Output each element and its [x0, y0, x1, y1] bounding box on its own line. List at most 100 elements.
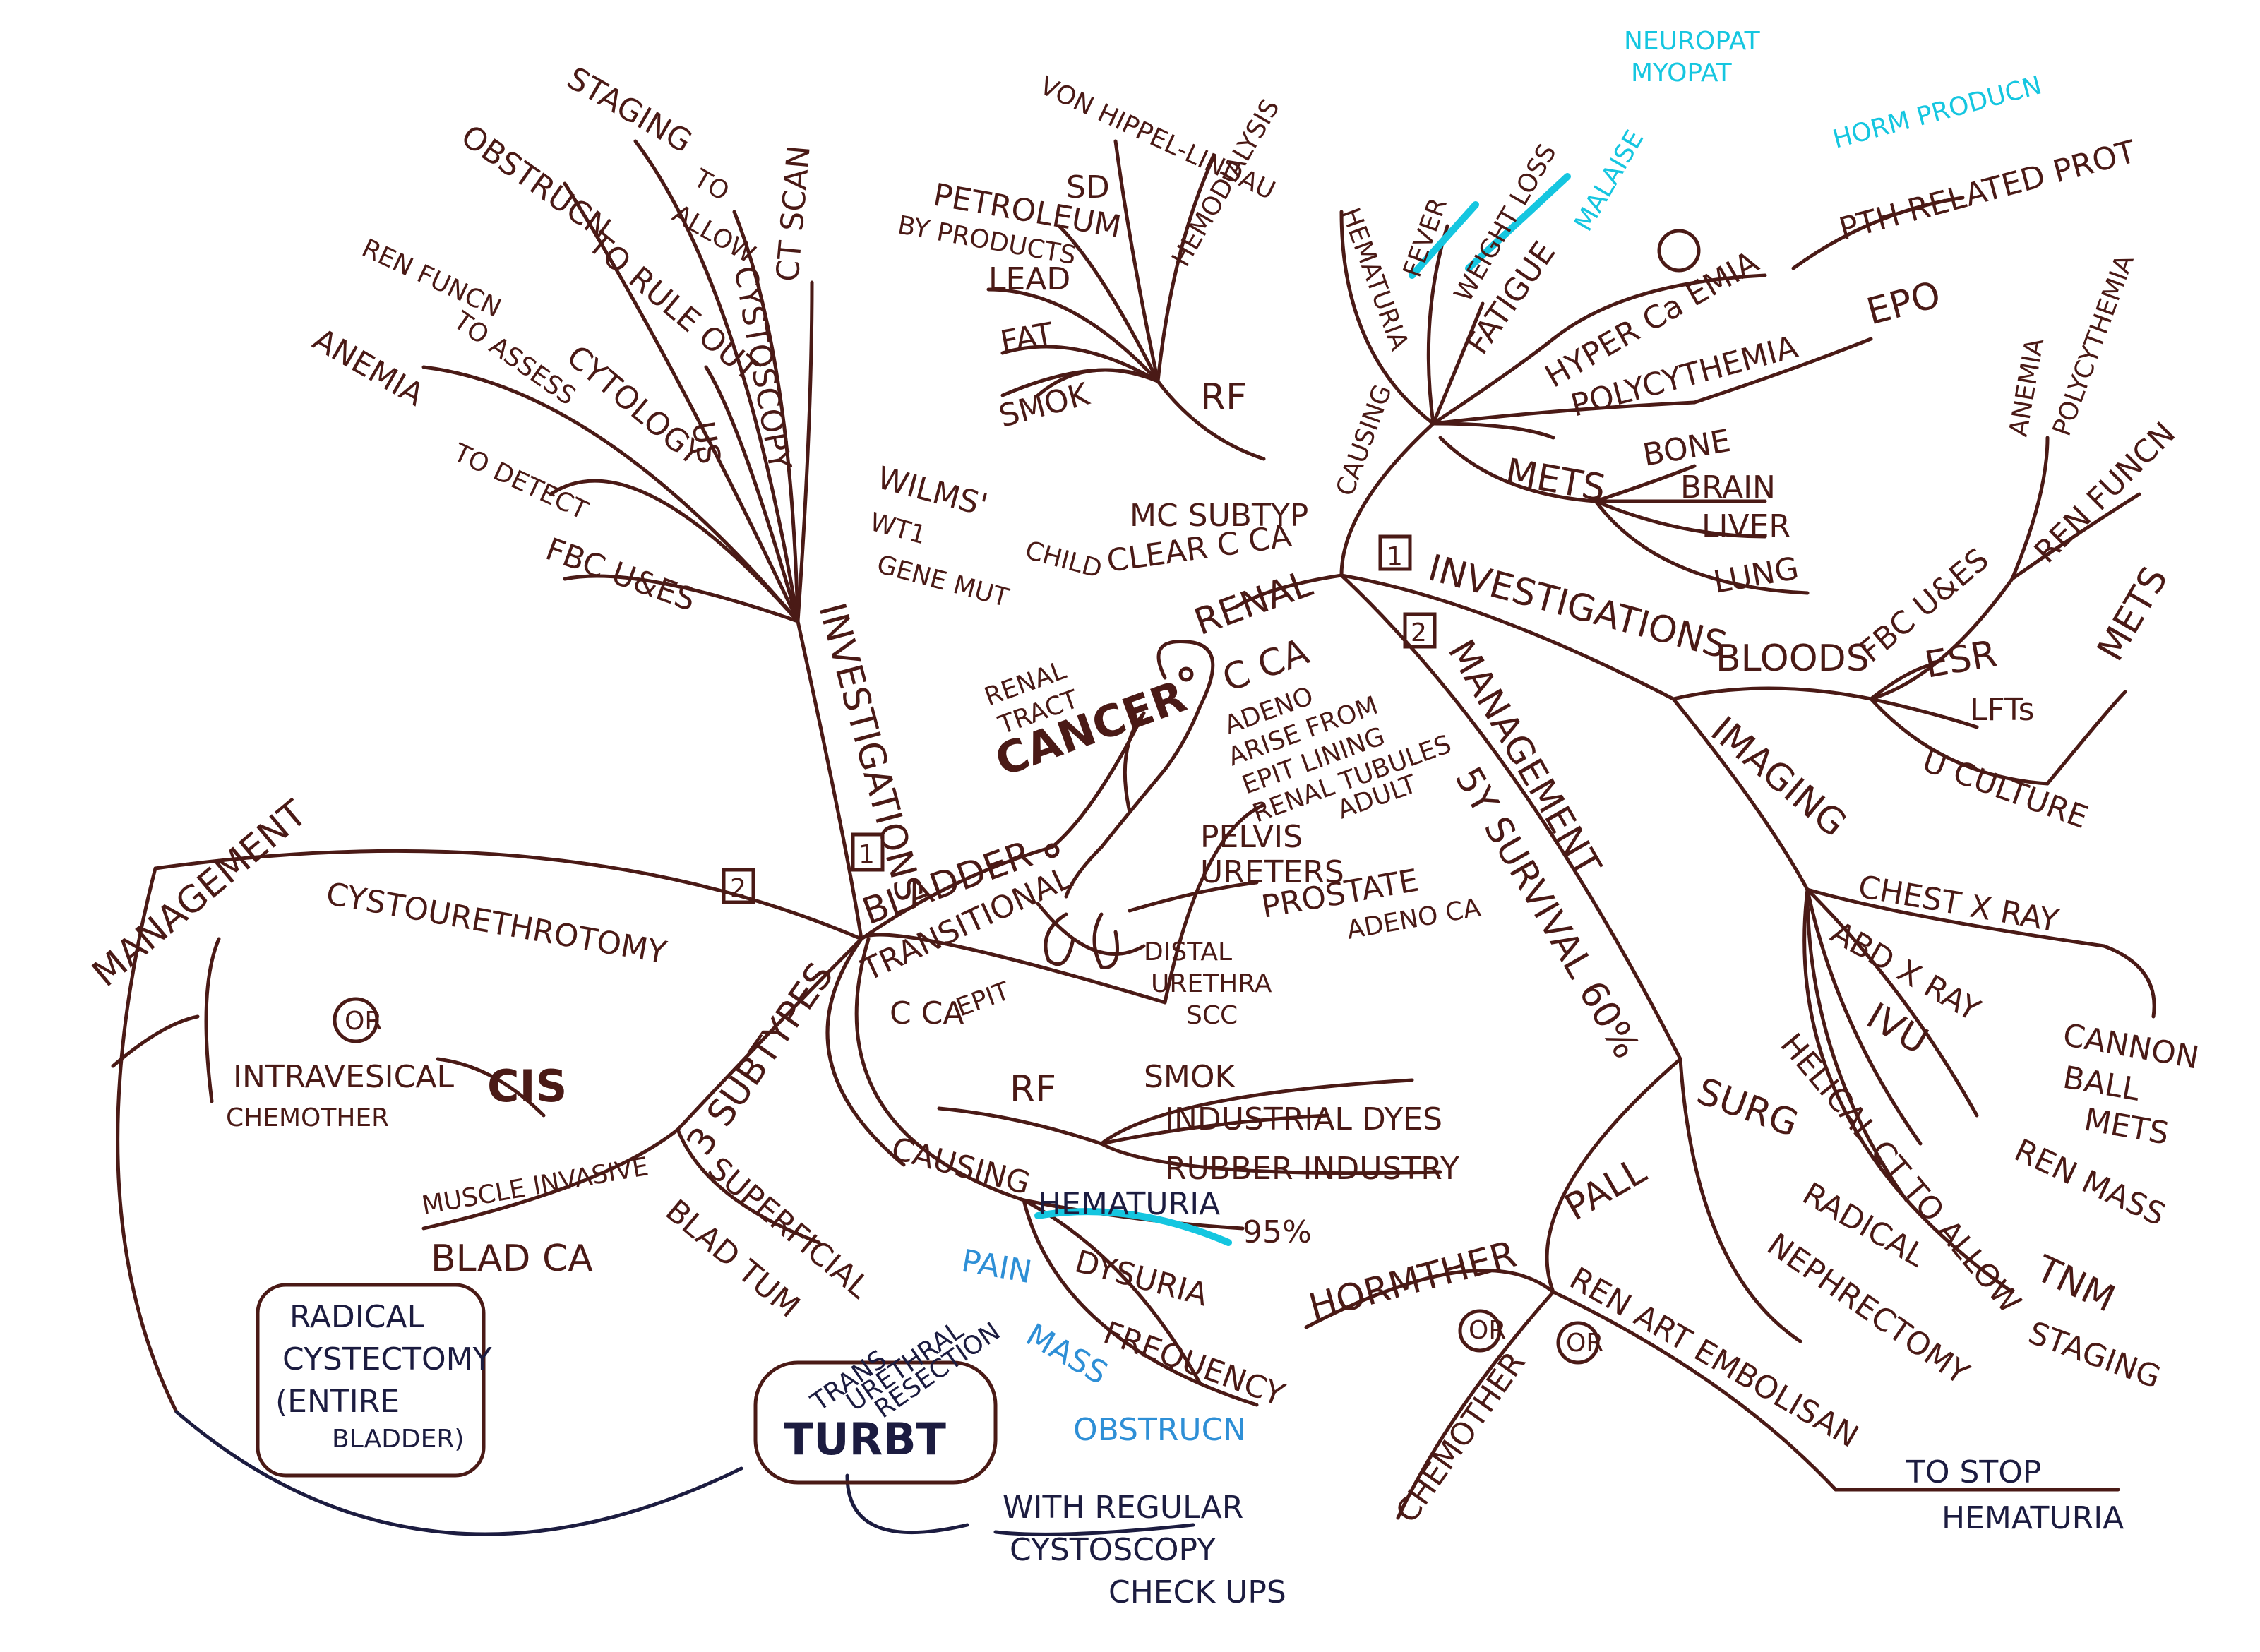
gene-mut-label: GENE MUT [874, 550, 1012, 613]
ureters-label: URETERS [1200, 854, 1344, 890]
bladder-causing-label: CAUSING [887, 1130, 1034, 1202]
epo-label: EPO [1863, 273, 1945, 333]
mets-brain: BRAIN [1680, 469, 1776, 505]
esr-label: ESR [1922, 633, 2000, 687]
cannon-mets-label: METS [2081, 1102, 2172, 1152]
cystectomy-line-1: RADICAL [289, 1299, 425, 1335]
imaging-staging: STAGING [2023, 1315, 2165, 1396]
cis-label: CIS [487, 1060, 567, 1112]
inv-us: US [684, 419, 727, 467]
anemia-label: ANEMIA [2004, 336, 2050, 439]
cystectomy-line-2: CYSTECTOMY [282, 1341, 492, 1377]
neuropathy-label: NEUROPAT [1624, 27, 1761, 56]
palliative-label: PALL [1558, 1150, 1654, 1230]
ren-func-label: REN FUNCN [2028, 415, 2182, 570]
lft-mets-label: METS [2089, 560, 2176, 668]
inv-anemia: ANEMIA [307, 321, 430, 413]
blad-ca-label: BLAD CA [431, 1238, 593, 1280]
distal-label: DISTAL [1144, 938, 1232, 966]
scc-label: SCC [1186, 1001, 1238, 1030]
bladder-mgmt-number-box [722, 868, 755, 904]
turbt-box [753, 1360, 998, 1485]
u-culture-label: U CULTURE [1918, 743, 2093, 836]
three-subtypes-label: 3 SUBTYPES [678, 955, 842, 1163]
renal-mgmt-number-box [1403, 612, 1437, 649]
intravesical-label: INTRAVESICAL [233, 1059, 454, 1095]
imaging-ivu: IVU [1860, 995, 1935, 1063]
imaging-chest-xray: CHEST X RAY [1855, 869, 2061, 940]
polycythemia-2-label: POLYCYTHEMIA [2047, 251, 2140, 440]
rf-sd: SD [1066, 169, 1110, 205]
followup-line-2: CYSTOSCOPY [1010, 1532, 1216, 1568]
hypercalcemia-cause-label: PTH RELATED PROT [1836, 133, 2140, 247]
kidney-marker [1178, 666, 1194, 682]
bloods-label: BLOODS [1716, 638, 1870, 680]
highlight-marks [1034, 173, 1571, 1246]
or-label-renal-1: OR [1469, 1316, 1506, 1345]
bladder-mgmt-number: 2 [730, 874, 746, 903]
turbt-label: TURBT [784, 1413, 946, 1465]
renal-inv-number: 1 [1387, 542, 1403, 571]
cystourethrotomy-label: CYSTOURETHROTOMY [323, 876, 669, 971]
or-circle-renal-1 [1458, 1309, 1502, 1353]
mass-label: MASS [1020, 1317, 1114, 1391]
to-stop-label: TO STOP [1906, 1454, 2041, 1490]
bladder-inv-number: 1 [859, 840, 875, 869]
inv-obstruction: OBSTRUCN [455, 118, 617, 246]
boxes [256, 229, 1701, 1485]
symptom-malaise: MALAISE [1569, 126, 1649, 237]
mets-bone: BONE [1640, 423, 1733, 474]
inv-to-detect: TO DETECT [448, 438, 592, 526]
bladder-management-label: MANAGEMENT [85, 792, 315, 995]
wt1-label: WT1 [867, 508, 929, 550]
bladder-rf-rubber: RUBBER INDUSTRY [1165, 1151, 1459, 1187]
child-label: CHILD [1022, 536, 1105, 584]
or-circle-renal-2 [1556, 1321, 1600, 1365]
imaging-label: IMAGING [1703, 709, 1855, 846]
mets-label: METS [1502, 451, 1609, 510]
inv-cytology: CYTOLOGY [560, 338, 710, 472]
cystectomy-line-4: BLADDER) [332, 1425, 464, 1454]
bladder-type-2-label: C CA [890, 995, 964, 1031]
rf-fat: FAT [998, 316, 1056, 361]
inv-ren-func: REN FUNCN [357, 234, 506, 323]
rf-smoking: SMOK [996, 376, 1094, 435]
inv-fbc: FBC U&ES [541, 531, 700, 618]
followup-line-1: WITH REGULAR [1003, 1490, 1243, 1526]
renal-causing-label: CAUSING [1331, 381, 1398, 501]
or-circle-bladder [333, 997, 379, 1043]
inv-staging: STAGING [561, 60, 698, 160]
or-label-renal-2: OR [1566, 1329, 1603, 1358]
surgery-label: SURG [1692, 1070, 1804, 1146]
pelvis-label: PELVIS [1200, 819, 1303, 855]
lfts-label: LFTs [1970, 692, 2035, 728]
mets-liver: LIVER [1702, 508, 1790, 544]
urinary-tract-drawing [1044, 640, 1215, 969]
chemotherapy-bladder-label: CHEMOTHER [226, 1103, 389, 1132]
inv-to-assess: TO ASSESS [448, 306, 581, 411]
epit-label: EPIT [952, 976, 1014, 1022]
hormone-production-label: HORM PRODUCN [1830, 71, 2045, 154]
urethra-label: URETHRA [1151, 969, 1272, 998]
hypercalcemia-marker-circle [1657, 229, 1701, 273]
bladder-rf-smoking: SMOK [1144, 1059, 1236, 1095]
inv-to: TO [688, 164, 734, 207]
renal-rf-label: RF [1200, 376, 1247, 419]
hematuria-stop-label: HEMATURIA [1942, 1500, 2124, 1536]
imaging-tnm: TNM [2029, 1247, 2122, 1321]
pain-label: PAIN [959, 1243, 1034, 1291]
rf-lead: LEAD [988, 261, 1070, 297]
connector-lines [111, 139, 2156, 1536]
mc-subtype-label: MC SUBTYP [1130, 498, 1308, 534]
bladder-inv-number-box [851, 832, 885, 872]
cystectomy-box [256, 1283, 486, 1478]
chemotherapy-renal-label: CHEMOTHER [1389, 1346, 1533, 1530]
bladder-hematuria-label: HEMATURIA [1038, 1186, 1220, 1222]
obstruction-label: OBSTRUCN [1073, 1412, 1246, 1448]
inv-ct-scan: CT SCAN [770, 144, 818, 283]
bladder-marker [1044, 843, 1060, 858]
renal-inv-number-box [1378, 534, 1412, 571]
dysuria-label: DYSURIA [1071, 1243, 1212, 1313]
hematuria-pct-label: 95% [1243, 1214, 1312, 1250]
